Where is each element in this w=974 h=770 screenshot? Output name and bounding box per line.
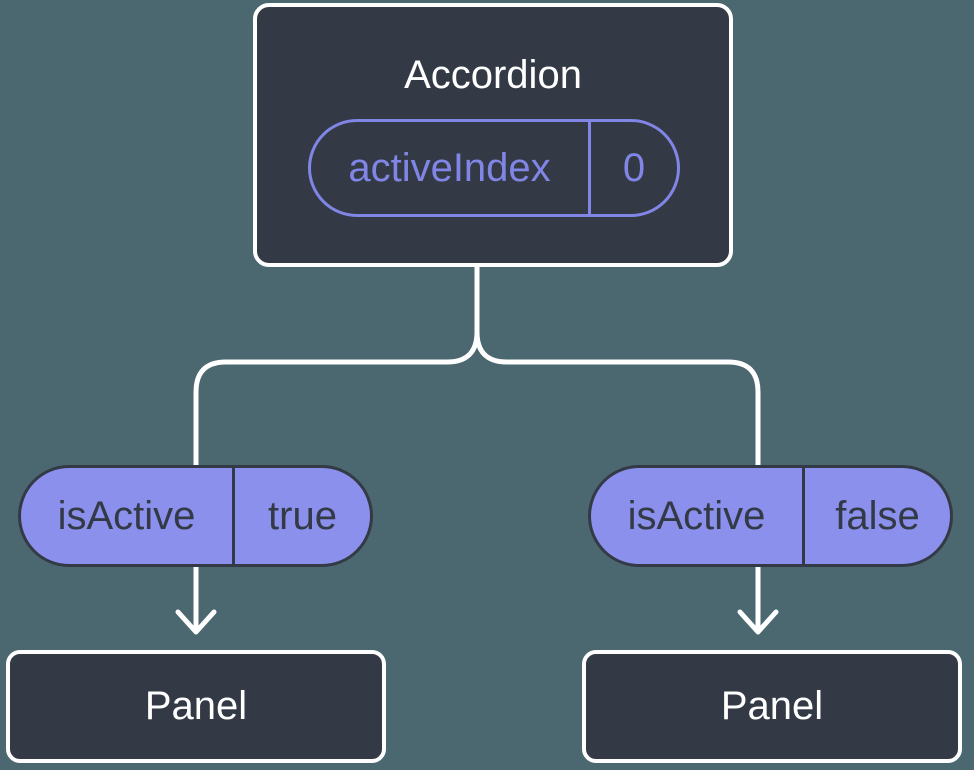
panel-node-right: Panel xyxy=(582,650,962,763)
branch-left-line xyxy=(193,259,480,471)
panel-node-title: Panel xyxy=(144,684,248,728)
state-name-label: activeIndex xyxy=(348,145,551,190)
prop-value-label: true xyxy=(232,468,370,564)
accordion-state-pill: activeIndex 0 xyxy=(308,119,680,217)
arrow-right-head-icon xyxy=(737,609,779,635)
accordion-node-title: Accordion xyxy=(404,53,582,97)
prop-value-label: false xyxy=(802,468,950,564)
state-value-label: 0 xyxy=(588,122,677,214)
prop-name-label: isActive xyxy=(57,493,196,538)
accordion-node: Accordion activeIndex 0 xyxy=(253,3,733,267)
prop-pill-right: isActive false xyxy=(588,465,953,567)
branch-right-line xyxy=(474,259,761,471)
panel-node-left: Panel xyxy=(6,650,386,763)
arrow-left-head-icon xyxy=(175,609,217,635)
prop-pill-left: isActive true xyxy=(18,465,373,567)
panel-node-title: Panel xyxy=(720,684,824,728)
prop-name-label: isActive xyxy=(627,493,766,538)
